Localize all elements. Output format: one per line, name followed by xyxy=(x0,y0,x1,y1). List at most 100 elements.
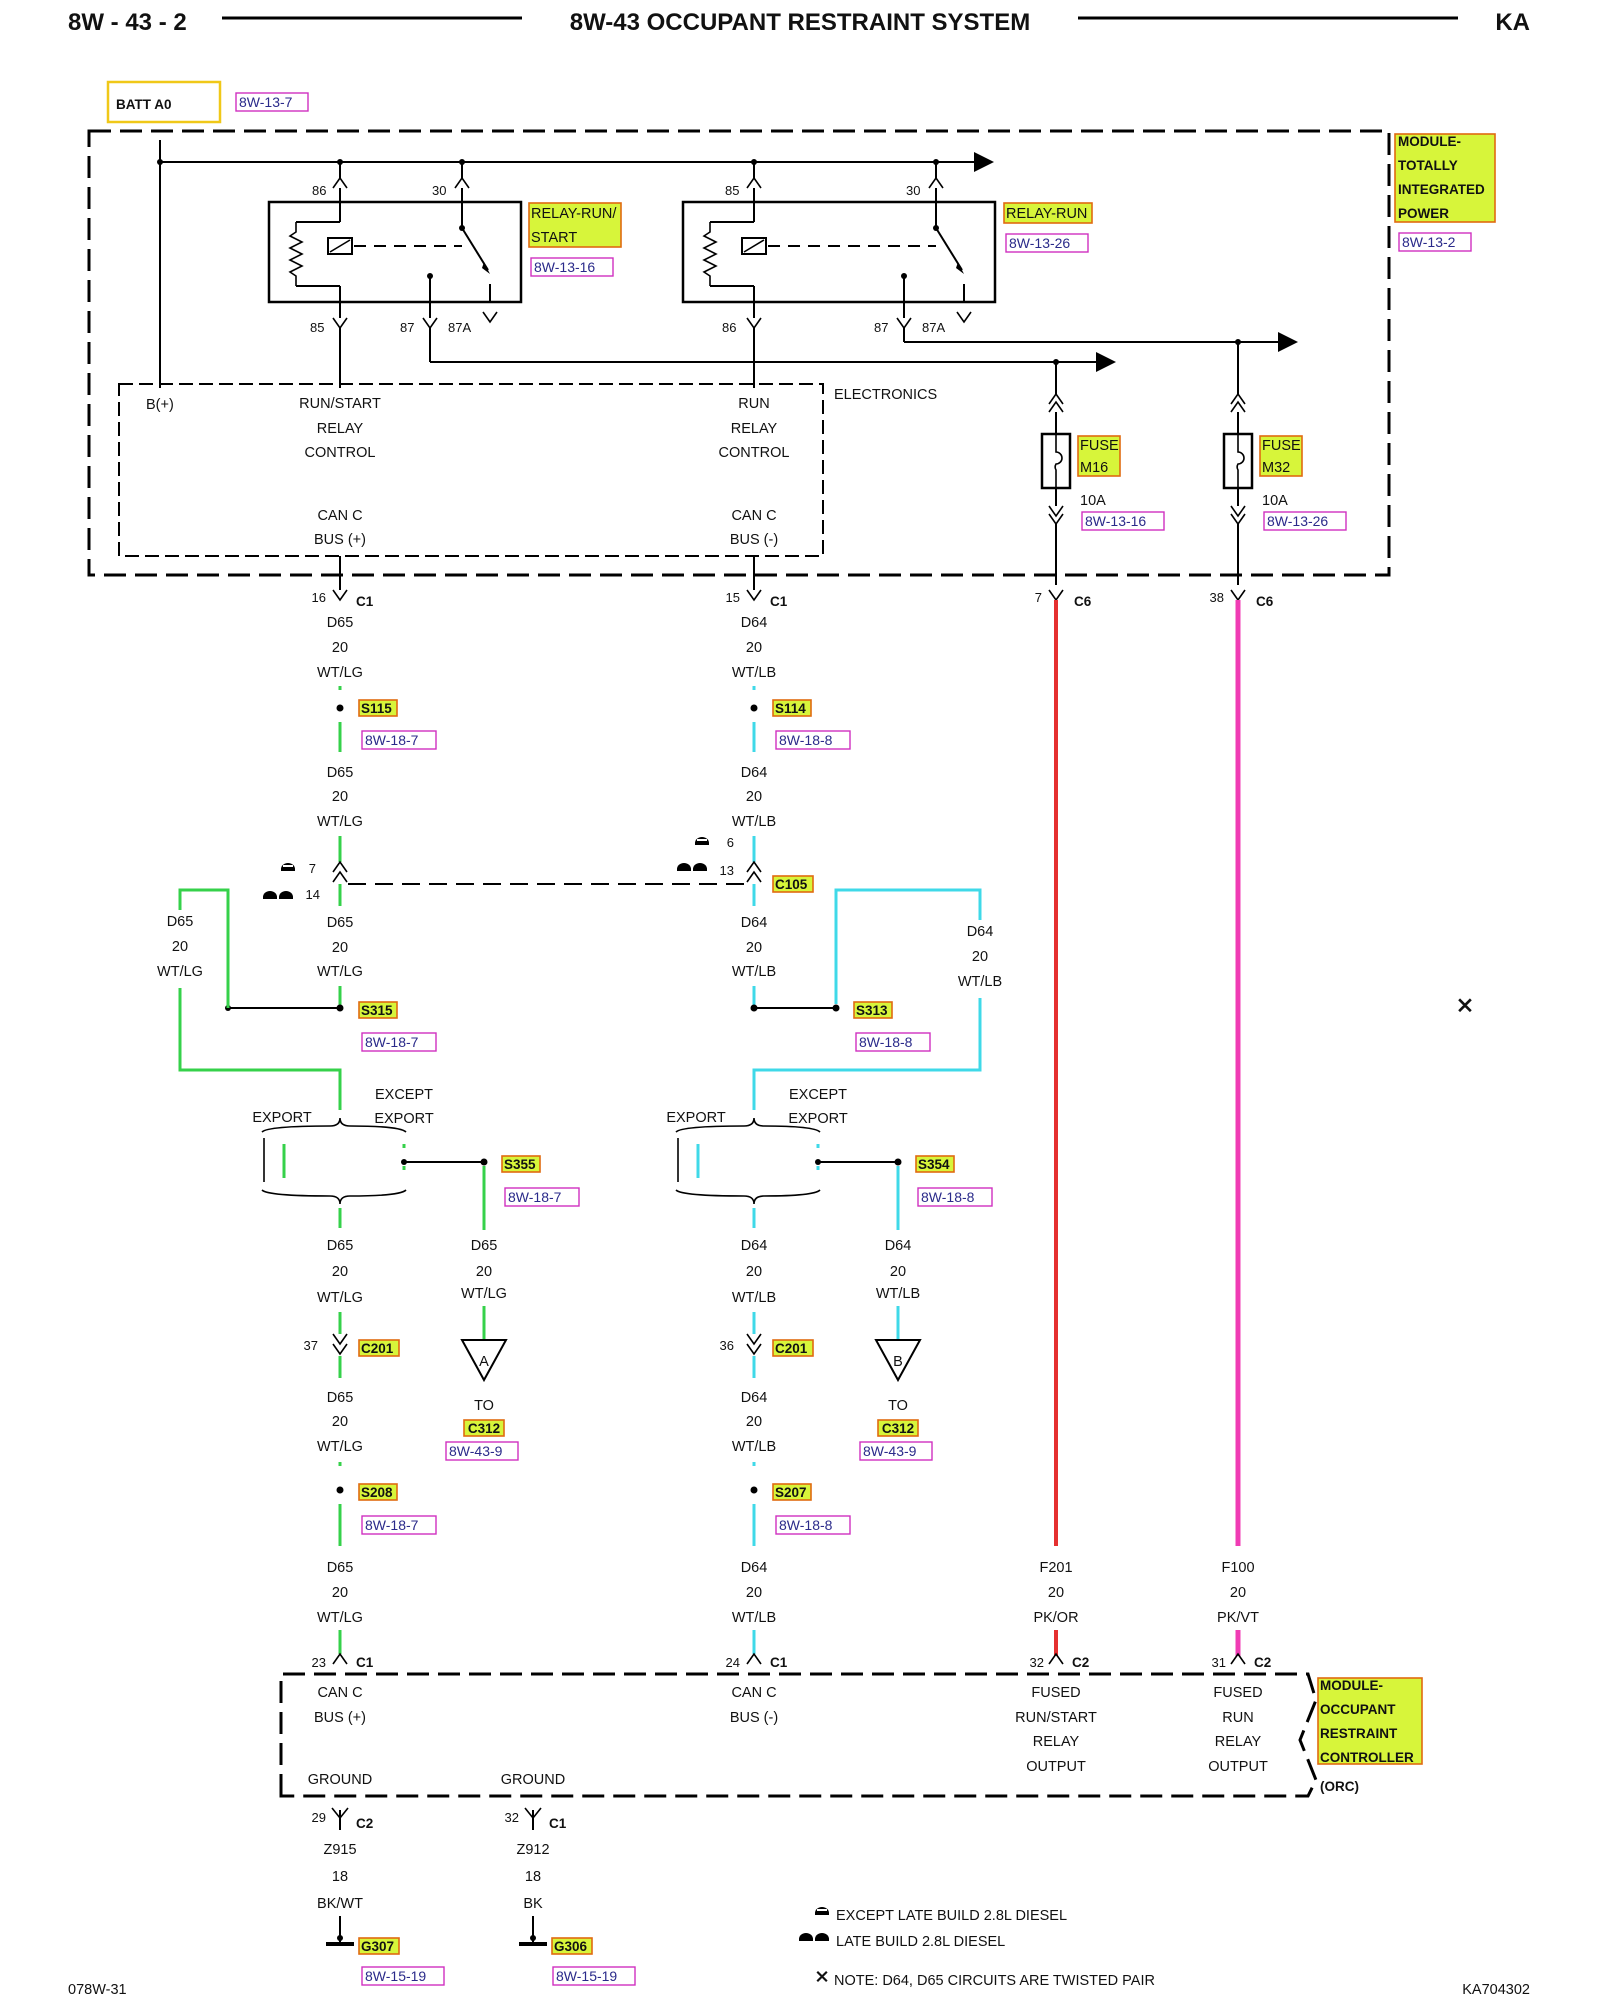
tipm-title-2: TOTALLY xyxy=(1398,158,1458,173)
off-page-connector-b[interactable] xyxy=(874,1339,922,1383)
relay-run-label-highlight xyxy=(1003,202,1093,224)
z915-circuit: Z915 xyxy=(323,1842,356,1858)
batt-ref[interactable]: 8W-13-7 xyxy=(239,94,293,110)
svg-text:86: 86 xyxy=(722,320,736,335)
s354-ref[interactable]: 8W-18-8 xyxy=(921,1189,975,1205)
g306-highlight xyxy=(551,1937,593,1955)
orc-title-1: MODULE- xyxy=(1320,1678,1383,1693)
d65-label-2a: D65 xyxy=(327,765,354,781)
c105-highlight xyxy=(772,875,814,893)
d65-label-2c: WT/LG xyxy=(317,814,363,830)
s315-ref[interactable]: 8W-18-7 xyxy=(365,1034,419,1050)
s313-ref[interactable]: 8W-18-8 xyxy=(859,1034,913,1050)
d64-option-brace-bottom xyxy=(675,1189,821,1205)
tipm-canc-pos-2: BUS (+) xyxy=(314,532,366,548)
double-helmet-icon xyxy=(263,891,293,899)
tipm-module-outline xyxy=(87,129,1391,577)
runstart-control-1: RUN/START xyxy=(299,396,381,412)
f201-gauge: 20 xyxy=(1048,1585,1064,1601)
orc-canc-neg-1: CAN C xyxy=(731,1685,776,1701)
c201-d64-pin: 36 xyxy=(720,1338,734,1353)
orc-fused-run-1: FUSED xyxy=(1213,1685,1262,1701)
run-control-2: RELAY xyxy=(731,421,778,437)
legend-except-late: EXCEPT LATE BUILD 2.8L DIESEL xyxy=(836,1908,1067,1924)
off-page-connector-a[interactable] xyxy=(460,1339,508,1383)
relay-run-start-label-1: RELAY-RUN/ xyxy=(531,206,617,222)
d65-label-4c: WT/LG xyxy=(317,1290,363,1306)
d65-except-label: EXCEPT xyxy=(375,1087,433,1103)
orc-ground-label-2: GROUND xyxy=(501,1772,565,1788)
d64-to-b-label-c: WT/LB xyxy=(876,1286,920,1302)
tipm-d64-pin: 15 xyxy=(726,590,740,605)
d64-label-1b: 20 xyxy=(746,640,762,656)
tipm-d65-pin: 16 xyxy=(312,590,326,605)
g307-highlight xyxy=(358,1937,400,1955)
orc-fused-run-3: RELAY xyxy=(1215,1734,1262,1750)
d65-label-1a: D65 xyxy=(327,615,354,631)
bplus-label: B(+) xyxy=(146,397,174,413)
to-c312-a-ref[interactable]: 8W-43-9 xyxy=(449,1443,503,1459)
s355-label: S355 xyxy=(504,1157,536,1172)
to-c312-b-conn: C312 xyxy=(882,1421,914,1436)
tipm-f100-conn: C6 xyxy=(1256,594,1274,609)
relay-run-ref[interactable]: 8W-13-26 xyxy=(1009,235,1070,251)
f100-circuit: F100 xyxy=(1221,1560,1254,1576)
s115-ref[interactable]: 8W-18-7 xyxy=(365,732,419,748)
d64-label-2a: D64 xyxy=(741,765,768,781)
tipm-title-highlight xyxy=(1394,133,1496,223)
s115-dot xyxy=(336,704,344,712)
relay-run-start-ref[interactable]: 8W-13-16 xyxy=(534,259,595,275)
tipm-ref[interactable]: 8W-13-2 xyxy=(1402,234,1456,250)
d65-except-export-label: EXPORT xyxy=(374,1111,434,1127)
f100-gauge: 20 xyxy=(1230,1585,1246,1601)
s114-dot xyxy=(750,704,758,712)
s313-highlight xyxy=(853,1001,893,1019)
d64-label-5a: D64 xyxy=(741,1390,768,1406)
d65-label-6a: D65 xyxy=(327,1560,354,1576)
s207-label: S207 xyxy=(775,1485,807,1500)
orc-canc-pos-1: CAN C xyxy=(317,1685,362,1701)
orc-title-2: OCCUPANT xyxy=(1320,1702,1396,1717)
runstart-control-2: RELAY xyxy=(317,421,364,437)
run-control-3: CONTROL xyxy=(719,445,790,461)
d64-label-2c: WT/LB xyxy=(732,814,776,830)
g306-ref[interactable]: 8W-15-19 xyxy=(556,1968,617,1984)
tipm-d64-conn: C1 xyxy=(770,594,788,609)
to-c312-b-ref[interactable]: 8W-43-9 xyxy=(863,1443,917,1459)
f201-color: PK/OR xyxy=(1033,1610,1078,1626)
fuse-m16-ref-box xyxy=(1081,511,1165,531)
d65-to-a-label-b: 20 xyxy=(476,1264,492,1280)
s114-ref[interactable]: 8W-18-8 xyxy=(779,732,833,748)
orc-d64-conn: C1 xyxy=(770,1655,788,1670)
d65-label-4b: 20 xyxy=(332,1264,348,1280)
s355-dot xyxy=(480,1158,488,1166)
d65-label-3c: WT/LG xyxy=(317,964,363,980)
g307-label: G307 xyxy=(361,1939,394,1954)
tipm-d65-conn: C1 xyxy=(356,594,374,609)
fuse-m32-label-highlight xyxy=(1259,435,1303,477)
d65-export-label: EXPORT xyxy=(252,1110,312,1126)
d64-label-6b: 20 xyxy=(746,1585,762,1601)
fuse-m16-label-2: M16 xyxy=(1080,460,1108,476)
s355-highlight xyxy=(501,1155,541,1173)
c201-d64-conn: C201 xyxy=(775,1341,808,1356)
f100-color: PK/VT xyxy=(1217,1610,1259,1626)
d65-to-a-label-c: WT/LG xyxy=(461,1286,507,1302)
g307-ref[interactable]: 8W-15-19 xyxy=(365,1968,426,1984)
s355-ref[interactable]: 8W-18-7 xyxy=(508,1189,562,1205)
d65-label-loop-a: D65 xyxy=(167,914,194,930)
double-helmet-icon xyxy=(677,863,707,871)
svg-text:87A: 87A xyxy=(922,320,945,335)
page-number: 8W - 43 - 2 xyxy=(68,9,187,36)
orc-fused-run-4: OUTPUT xyxy=(1208,1759,1268,1775)
d64-label-4b: 20 xyxy=(746,1264,762,1280)
fuse-m16-ref[interactable]: 8W-13-16 xyxy=(1085,513,1146,529)
d64-label-loop-c: WT/LB xyxy=(958,974,1002,990)
d64-label-6c: WT/LB xyxy=(732,1610,776,1626)
s208-ref[interactable]: 8W-18-7 xyxy=(365,1517,419,1533)
f201-circuit: F201 xyxy=(1039,1560,1072,1576)
d64-label-1a: D64 xyxy=(741,615,768,631)
fuse-m32-ref[interactable]: 8W-13-26 xyxy=(1267,513,1328,529)
s207-ref[interactable]: 8W-18-8 xyxy=(779,1517,833,1533)
z912-gauge: 18 xyxy=(525,1869,541,1885)
